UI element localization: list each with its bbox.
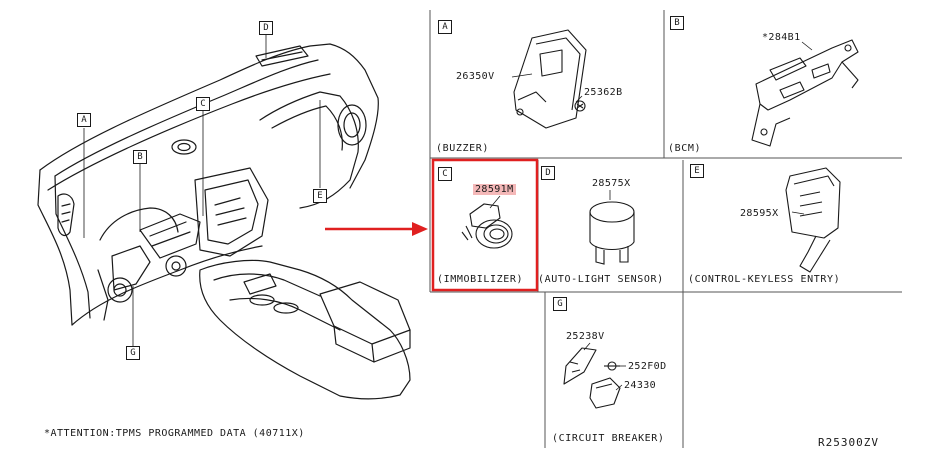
panel-a-letter: A bbox=[438, 20, 452, 34]
immobilizer-highlight-box bbox=[431, 158, 539, 292]
dashboard-top-outline bbox=[39, 43, 379, 189]
panel-c-letter: C bbox=[438, 167, 452, 181]
part-number-24330[interactable]: 24330 bbox=[624, 380, 657, 391]
keyless-entry-drawing bbox=[785, 167, 841, 273]
part-number-25238V[interactable]: 25238V bbox=[566, 331, 605, 342]
panel-d-letter: D bbox=[541, 166, 555, 180]
buzzer-drawing bbox=[513, 29, 587, 129]
left-vent bbox=[57, 193, 75, 237]
dashboard-top-inner bbox=[54, 59, 319, 177]
cluster-hood bbox=[99, 207, 179, 241]
panel-b-letter: B bbox=[670, 16, 684, 30]
panel-c-caption: (IMMOBILIZER) bbox=[437, 274, 524, 285]
dashboard-left-face bbox=[54, 175, 91, 319]
part-number-25362B[interactable]: 25362B bbox=[584, 87, 623, 98]
panel-g-caption: (CIRCUIT BREAKER) bbox=[552, 433, 665, 444]
dashboard-lower-edge bbox=[71, 245, 263, 326]
callout-c-tag[interactable]: C bbox=[196, 97, 210, 111]
dashboard-right-panel-inner bbox=[271, 105, 343, 151]
panel-e-letter: E bbox=[690, 164, 704, 178]
panel-d-caption: (AUTO-LIGHT SENSOR) bbox=[538, 274, 664, 285]
bcm-drawing bbox=[751, 39, 859, 147]
top-vent bbox=[255, 45, 309, 67]
center-console bbox=[199, 259, 411, 400]
auto-light-sensor-drawing bbox=[589, 201, 635, 265]
dashboard-left-end bbox=[37, 169, 73, 326]
panel-a-caption: (BUZZER) bbox=[436, 143, 489, 154]
right-vent bbox=[337, 104, 367, 146]
part-number-28575X[interactable]: 28575X bbox=[592, 178, 631, 189]
immobilizer-drawing bbox=[461, 203, 513, 249]
part-number-252F0D[interactable]: 252F0D bbox=[628, 361, 667, 372]
highlight-arrow bbox=[325, 222, 428, 236]
part-number-28591M[interactable]: 28591M bbox=[473, 184, 516, 195]
callout-b-tag[interactable]: B bbox=[133, 150, 147, 164]
panel-grid bbox=[429, 10, 902, 448]
part-number-28595X[interactable]: 28595X bbox=[740, 208, 779, 219]
diagram-code: R25300ZV bbox=[818, 436, 879, 449]
callout-g-tag[interactable]: G bbox=[126, 346, 140, 360]
steering-column bbox=[165, 255, 187, 277]
callout-a-tag[interactable]: A bbox=[77, 113, 91, 127]
part-number-284B1[interactable]: *284B1 bbox=[762, 32, 801, 43]
armrest bbox=[319, 281, 411, 345]
dashboard-right-panel bbox=[259, 91, 359, 209]
part-number-26350V[interactable]: 26350V bbox=[456, 71, 495, 82]
center-vent bbox=[171, 139, 197, 155]
circuit-breaker-drawing bbox=[563, 347, 621, 409]
panel-e-caption: (CONTROL-KEYLESS ENTRY) bbox=[688, 274, 841, 285]
panel-b-caption: (BCM) bbox=[668, 143, 702, 154]
dashboard-windshield-edge bbox=[47, 73, 331, 191]
panel-g-letter: G bbox=[553, 297, 567, 311]
attention-note: *ATTENTION:TPMS PROGRAMMED DATA (40711X) bbox=[44, 428, 305, 439]
center-stack bbox=[194, 167, 269, 257]
part-number-28591M-label: 28591M bbox=[473, 184, 516, 195]
callout-d-tag[interactable]: D bbox=[259, 21, 273, 35]
callout-e-tag[interactable]: E bbox=[313, 189, 327, 203]
